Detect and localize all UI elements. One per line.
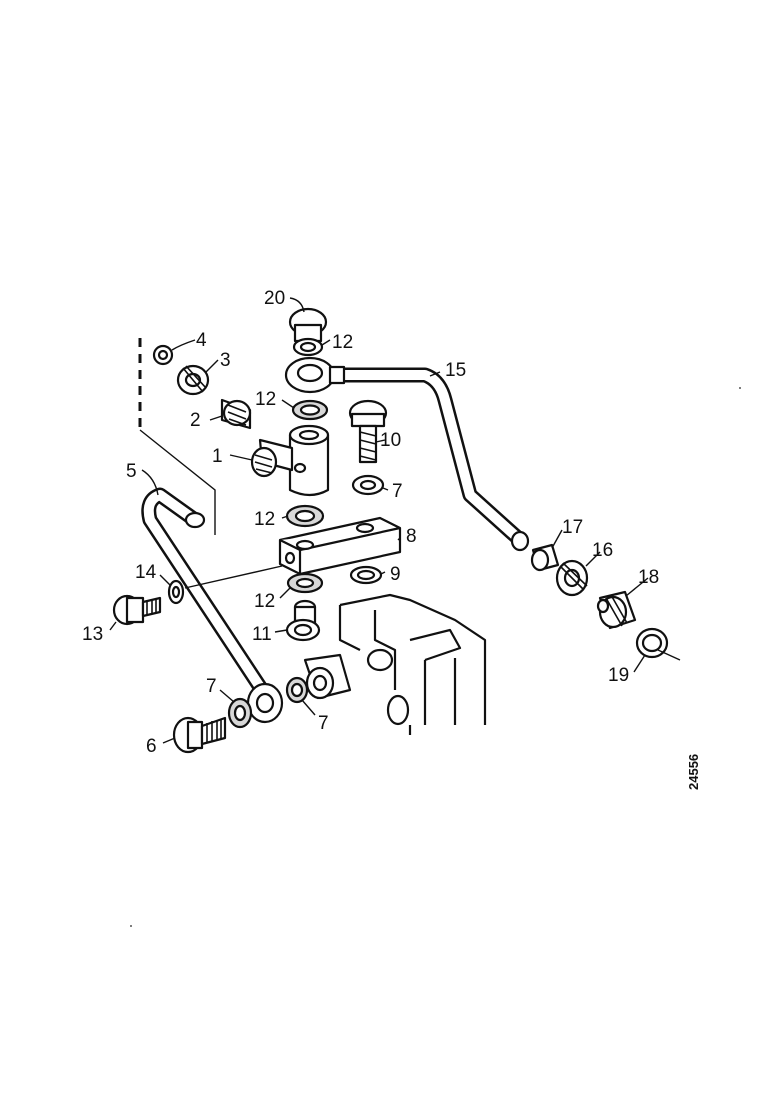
part-12-washer-third	[285, 504, 325, 528]
callout-10: 10	[380, 430, 401, 451]
scan-speck	[130, 925, 132, 927]
part-11-nipple	[285, 599, 321, 642]
callout-15: 15	[445, 360, 466, 381]
hose-5	[141, 487, 270, 698]
callout-12-top: 12	[332, 332, 353, 353]
part-9-washer	[349, 565, 383, 585]
pump-housing	[303, 593, 487, 735]
callout-12-second: 12	[255, 389, 276, 410]
part-12-washer-fourth	[286, 572, 324, 594]
callout-7-left: 7	[206, 676, 217, 697]
callout-18: 18	[638, 567, 659, 588]
hose-15	[327, 367, 528, 548]
leader-lines	[109, 297, 681, 744]
figure-number: 24556	[686, 754, 701, 790]
callout-9: 9	[390, 564, 401, 585]
leader-line-14-to-bar	[184, 565, 283, 589]
callout-12-third: 12	[254, 509, 275, 530]
part-10-hollow-bolt	[348, 399, 388, 464]
part-13-bolt	[112, 594, 162, 626]
callout-4: 4	[196, 330, 207, 351]
part-12-washer-second	[291, 399, 329, 421]
callout-14: 14	[135, 562, 157, 583]
part-7-washer-right	[351, 474, 385, 496]
callout-2: 2	[190, 410, 201, 431]
part-7-washer-lower-right	[285, 676, 309, 704]
callout-17: 17	[562, 517, 583, 538]
part-12-washer-top	[292, 337, 324, 357]
part-7-washer-lower-left	[227, 697, 253, 729]
part-3-union-nut	[176, 364, 210, 396]
scan-speck	[739, 387, 741, 389]
part-8-distribution-bar	[278, 516, 402, 576]
callout-11: 11	[252, 624, 272, 645]
callout-labels: 20 12 4 3 15 12 2 10 1 5 7 12 8 14 9 12 …	[82, 288, 659, 757]
callout-7-lower-right: 7	[318, 713, 329, 734]
callout-12-fourth: 12	[254, 591, 275, 612]
callout-1: 1	[212, 446, 223, 467]
callout-8: 8	[406, 526, 417, 547]
callout-13: 13	[82, 624, 103, 645]
part-17-sleeve	[530, 543, 560, 572]
callout-19: 19	[608, 665, 629, 686]
part-6-hollow-bolt	[172, 716, 227, 754]
part-14-washer	[167, 579, 185, 605]
callout-16: 16	[592, 540, 613, 561]
part-20-cap-bolt	[288, 307, 328, 343]
banjo-fitting-5	[246, 682, 284, 724]
callout-5: 5	[126, 461, 137, 482]
callout-6: 6	[146, 736, 157, 757]
part-4-small-fitting	[152, 344, 174, 366]
hose-15-end-fitting	[510, 530, 530, 552]
part-18-nipple	[596, 590, 637, 630]
banjo-fitting-15	[284, 356, 346, 394]
callout-20: 20	[264, 288, 285, 309]
part-2-nipple	[220, 398, 252, 430]
callout-7-right: 7	[392, 481, 403, 502]
part-1-tee-block	[250, 424, 330, 497]
part-16-union-nut	[555, 559, 589, 597]
dashed-reference-line	[138, 338, 216, 535]
callout-3: 3	[220, 350, 231, 371]
